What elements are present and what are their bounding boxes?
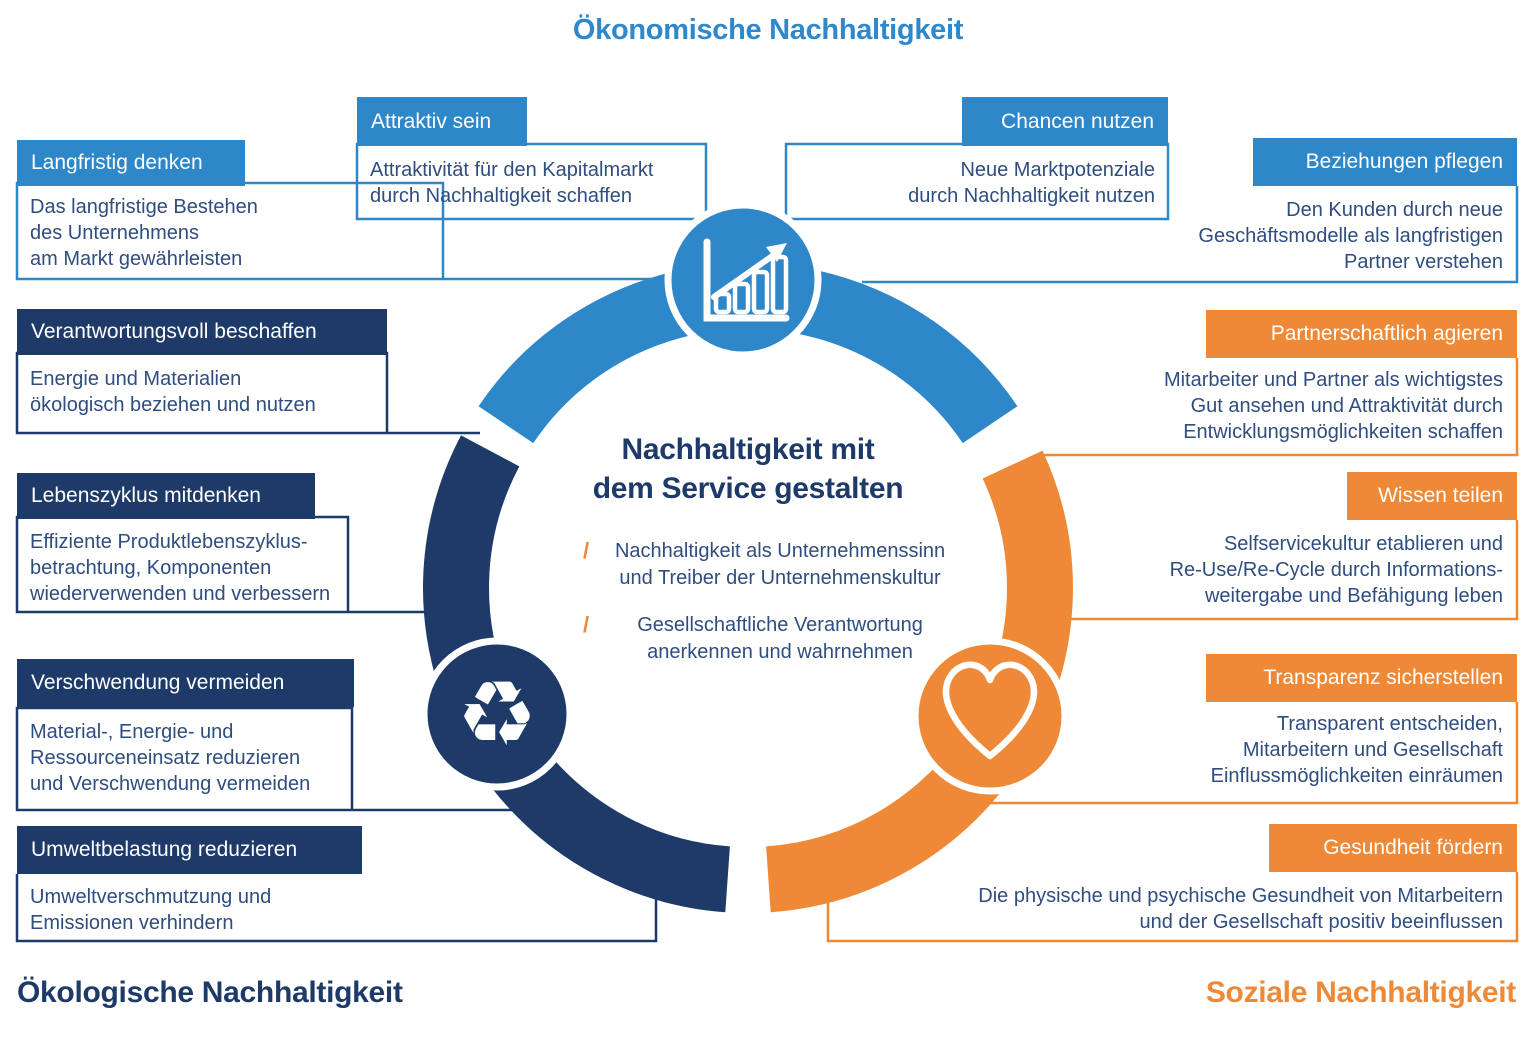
box-header-attraktiv-sein: Attraktiv sein [357, 97, 527, 146]
box-header-wissen-teilen: Wissen teilen [1347, 472, 1517, 520]
outline-wissen [1062, 520, 1519, 621]
box-body-verschwendung-vermeiden: Material-, Energie- und Ressourceneinsat… [30, 721, 311, 795]
growth-chart-icon [703, 238, 790, 322]
bullet-slash-icon: / [583, 538, 590, 563]
center-title: Nachhaltigkeit mit dem Service gestalten [592, 433, 904, 505]
box-body-chancen-nutzen: Neue Marktpotenziale durch Nachhaltigkei… [908, 159, 1155, 207]
bullet-text: Nachhaltigkeit als Unternehmenssinn und … [614, 540, 946, 589]
box-header-lebenszyklus-mitdenken: Lebenszyklus mitdenken [17, 473, 315, 519]
box-header-langfristig-denken: Langfristig denken [17, 140, 245, 186]
box-body-partnerschaftlich-agieren: Mitarbeiter und Partner als wichtigstes … [1163, 369, 1503, 443]
box-body-beziehungen-pflegen: Den Kunden durch neue Geschäftsmodelle a… [1198, 199, 1503, 273]
box-header-beziehungen-pflegen: Beziehungen pflegen [1253, 138, 1517, 186]
box-header-umweltbelastung-reduzieren: Umweltbelastung reduzieren [17, 826, 362, 874]
box-body-wissen-teilen: Selfservicekultur etablieren und Re-Use/… [1169, 533, 1503, 607]
ecological-icon-circle [420, 637, 574, 791]
section-title-economic: Ökonomische Nachhaltigkeit [572, 14, 964, 46]
box-body-verantwortungsvoll-beschaffen: Energie und Materialien ökologisch bezie… [30, 368, 316, 416]
box-header-gesundheit-foerdern: Gesundheit fördern [1269, 824, 1517, 872]
box-header-transparenz-sicherstellen: Transparenz sicherstellen [1206, 654, 1517, 702]
section-title-social: Soziale Nachhaltigkeit [1205, 976, 1516, 1009]
box-body-gesundheit-foerdern: Die physische und psychische Gesundheit … [978, 885, 1503, 933]
outline-umweltbelastung [15, 874, 658, 943]
heart-icon [942, 661, 1038, 760]
recycling-icon: ♻ [457, 662, 538, 767]
box-header-partnerschaftlich-agieren: Partnerschaftlich agieren [1206, 310, 1517, 358]
outline-transparenz [987, 702, 1519, 805]
box-body-langfristig-denken: Das langfristige Bestehen des Unternehme… [30, 196, 258, 270]
outline-verschwendung [15, 706, 520, 812]
bullet-slash-icon: / [583, 612, 590, 637]
box-header-chancen-nutzen: Chancen nutzen [962, 97, 1168, 146]
outline-gesundheit [826, 872, 1519, 943]
box-body-attraktiv-sein: Attraktivität für den Kapitalmarkt durch… [370, 159, 654, 207]
box-body-lebenszyklus-mitdenken: Effiziente Produktlebenszyklus- betracht… [30, 531, 331, 605]
bullet-text: Gesellschaftliche Verantwortung anerkenn… [637, 614, 923, 663]
box-body-umweltbelastung-reduzieren: Umweltverschmutzung und Emissionen verhi… [30, 886, 272, 934]
box-header-verantwortungsvoll-beschaffen: Verantwortungsvoll beschaffen [17, 309, 387, 355]
box-header-verschwendung-vermeiden: Verschwendung vermeiden [17, 659, 354, 707]
outline-partnerschaftlich [1042, 358, 1519, 457]
center-bullet-2: / Gesellschaftliche Verantwortung anerke… [583, 612, 961, 666]
center-bullet-1: / Nachhaltigkeit als Unternehmenssinn un… [583, 538, 961, 592]
section-title-ecological: Ökologische Nachhaltigkeit [17, 976, 403, 1009]
box-body-transparenz-sicherstellen: Transparent entscheiden, Mitarbeitern un… [1210, 713, 1503, 787]
outline-beziehungen [862, 186, 1519, 284]
